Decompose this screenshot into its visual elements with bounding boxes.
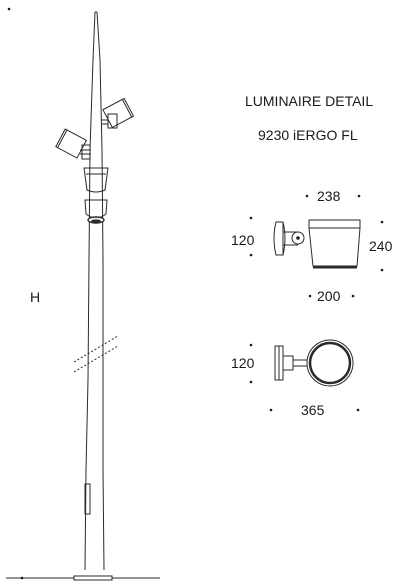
pole-break-lines xyxy=(73,335,119,373)
side-height-left-dim: 120 xyxy=(231,232,255,248)
side-width-bottom-dim: 200 xyxy=(317,288,341,304)
top-height-left-dim: 120 xyxy=(231,355,255,371)
pole-height-label: H xyxy=(30,289,40,305)
top-view-detail: 120 365 xyxy=(231,339,360,418)
side-view-detail: 238 120 240 200 xyxy=(231,188,393,304)
side-width-top-dim: 238 xyxy=(317,188,341,204)
pole-access-door xyxy=(84,483,91,515)
pole-base-plate xyxy=(73,575,113,581)
downlight-luminaire xyxy=(84,199,108,224)
pole-shaft xyxy=(84,11,105,571)
bowl-luminaire xyxy=(83,167,109,193)
bottom-reference-dot xyxy=(20,576,24,580)
upper-floodlight xyxy=(101,97,135,129)
detail-title: LUMINAIRE DETAIL xyxy=(245,93,373,109)
top-reference-dot xyxy=(7,7,11,11)
luminaire-model: 9230 iERGO FL xyxy=(258,127,358,143)
side-height-right-dim: 240 xyxy=(369,238,393,254)
lower-floodlight xyxy=(55,128,91,160)
pole-elevation: H xyxy=(6,7,160,581)
top-overall-width-dim: 365 xyxy=(301,402,325,418)
